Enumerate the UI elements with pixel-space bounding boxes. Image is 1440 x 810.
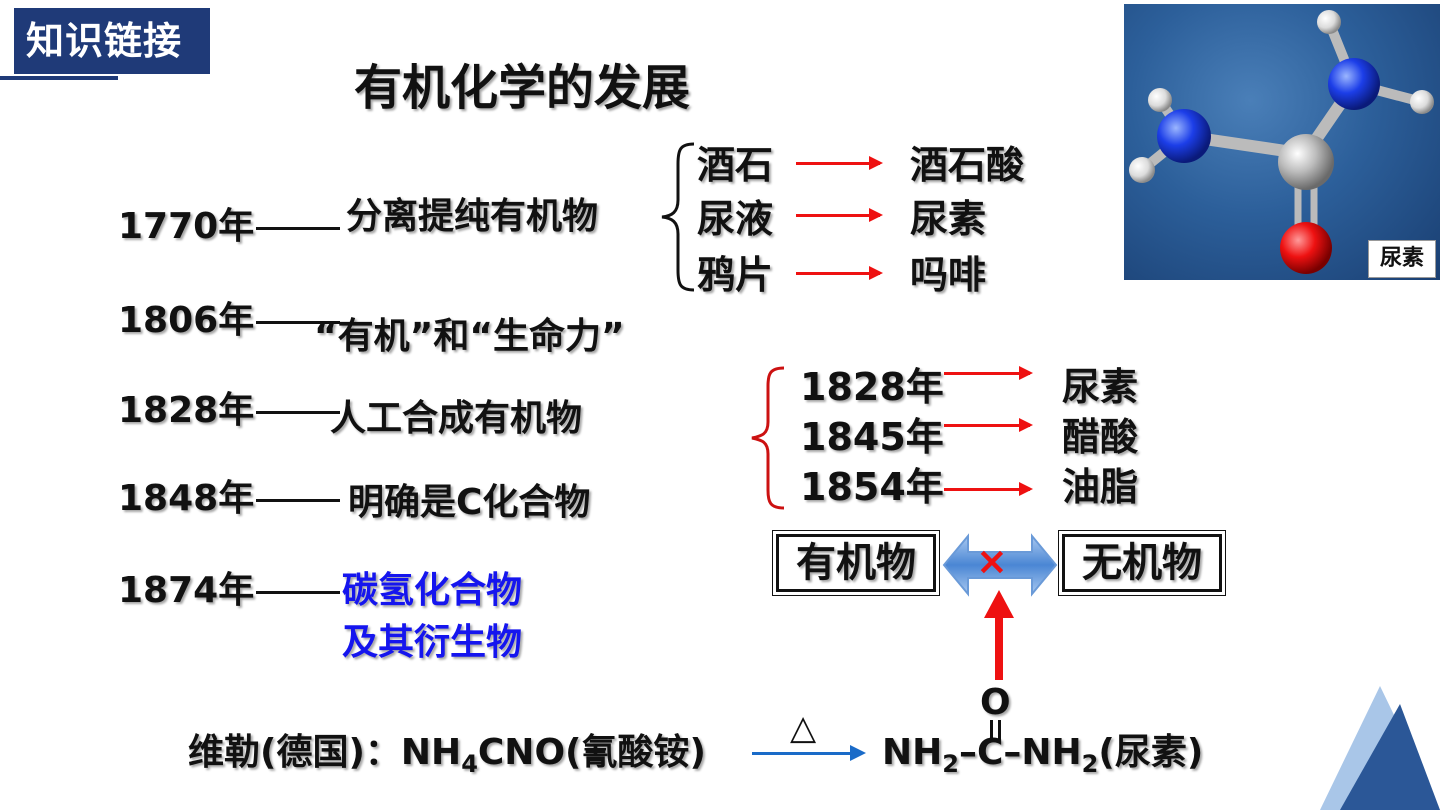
red-arrow (796, 156, 883, 170)
timeline-dash (256, 226, 341, 230)
isolation-product: 吗啡 (910, 253, 987, 297)
timeline-year-1828: 1828年 (118, 388, 341, 434)
molecule-caption: 尿素 (1368, 240, 1436, 278)
synthesis-year: 1828年 (800, 365, 944, 409)
timeline-event-1806: “有机”和“生命力” (314, 316, 625, 357)
isolation-product: 尿素 (910, 197, 987, 241)
isolation-source: 尿液 (697, 197, 774, 241)
timeline-event-1848: 明确是C化合物 (348, 482, 591, 523)
timeline-dash (256, 320, 341, 324)
synthesis-product: 油脂 (1062, 465, 1139, 509)
section-badge: 知识链接 (14, 8, 210, 74)
brace-icon (751, 366, 785, 510)
timeline-year-1874: 1874年 (118, 568, 341, 614)
red-arrow (944, 418, 1033, 432)
synthesis-product: 尿素 (1062, 365, 1139, 409)
double-bond-line (998, 720, 1001, 742)
double-bond-line (990, 720, 993, 742)
brace-icon (661, 142, 695, 292)
badge-underline (0, 76, 118, 80)
timeline-year-1848: 1848年 (118, 476, 341, 522)
isolation-product: 酒石酸 (910, 143, 1025, 187)
timeline-year-1806: 1806年 (118, 298, 341, 344)
reaction-arrow (752, 745, 866, 761)
isolation-source: 鸦片 (697, 253, 774, 297)
red-arrow (796, 208, 883, 222)
timeline-event-1874-line1: 碳氢化合物 (342, 570, 523, 611)
timeline-event-1874-line2: 及其衍生物 (342, 622, 523, 663)
urea-molecule-image (1124, 4, 1440, 280)
synthesis-year: 1845年 (800, 415, 944, 459)
double-arrow-icon (942, 533, 1058, 597)
heat-condition-icon: △ (790, 708, 817, 748)
reaction-product: NH2–C–NH2(尿素) (882, 732, 1204, 779)
synthesis-product: 醋酸 (1062, 415, 1139, 459)
decorative-triangles-icon (1320, 686, 1440, 810)
timeline-dash (256, 498, 341, 502)
red-arrow (944, 482, 1033, 496)
timeline-event-1828: 人工合成有机物 (330, 398, 583, 439)
organic-box: 有机物 (772, 530, 940, 596)
timeline-event-1770: 分离提纯有机物 (346, 196, 599, 237)
cross-mark-icon: × (976, 539, 1008, 583)
oxygen-atom: O (980, 682, 1011, 723)
timeline-dash (256, 410, 341, 414)
inorganic-box: 无机物 (1058, 530, 1226, 596)
red-arrow (796, 266, 883, 280)
timeline-year-1770: 1770年 (118, 204, 341, 250)
red-arrow (944, 366, 1033, 380)
reaction-equation-left: 维勒(德国)：NH4CNO(氰酸铵) (188, 732, 706, 779)
synthesis-year: 1854年 (800, 465, 944, 509)
page-title: 有机化学的发展 (354, 60, 691, 116)
timeline-dash (256, 590, 341, 594)
up-arrow-icon (984, 590, 1014, 680)
urea-ball-stick-icon (1129, 10, 1434, 274)
isolation-source: 酒石 (697, 143, 774, 187)
